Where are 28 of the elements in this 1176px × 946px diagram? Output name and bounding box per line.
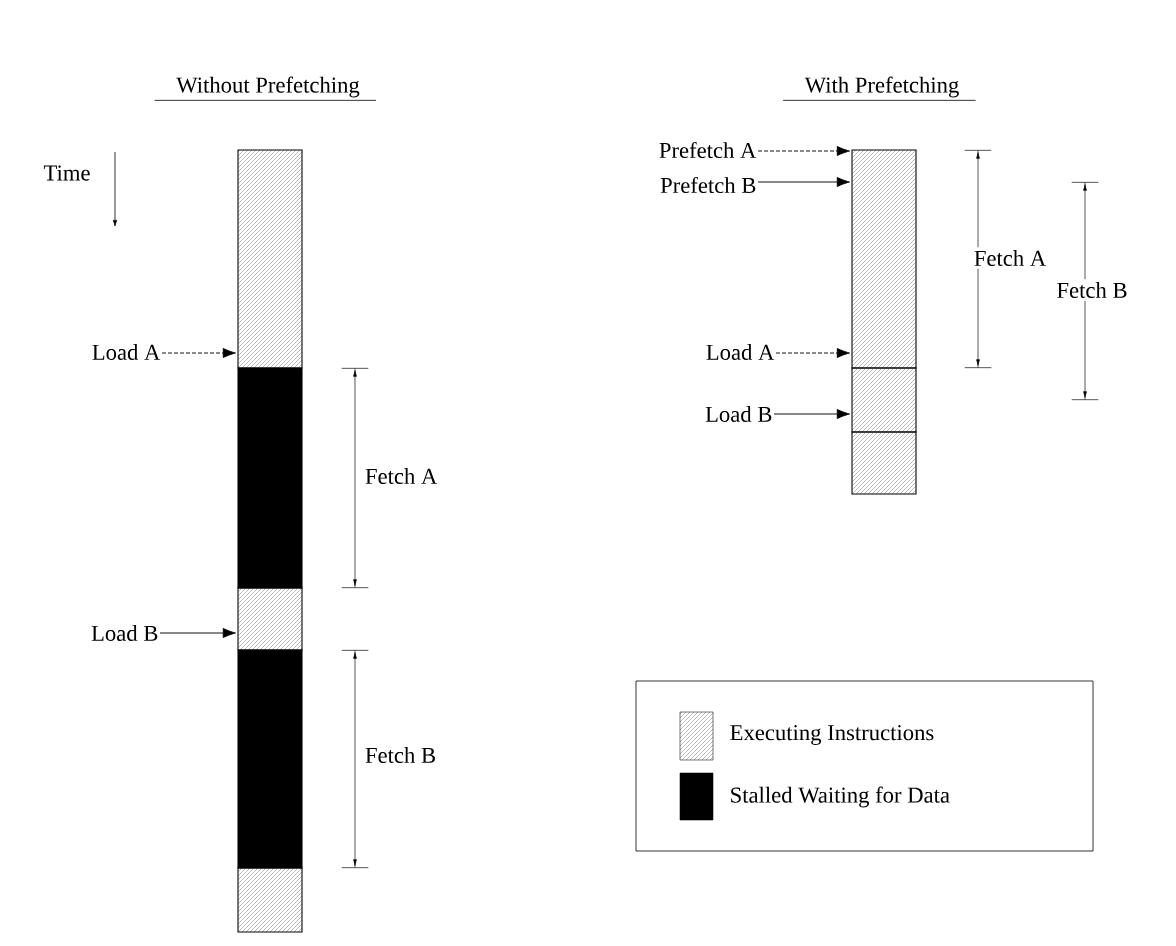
step-label: Prefetch A bbox=[659, 141, 757, 159]
panel-title: With Prefetching bbox=[802, 73, 962, 101]
bar-segment bbox=[851, 431, 917, 495]
bar-segment bbox=[237, 149, 303, 369]
step-label: Load B bbox=[705, 406, 772, 422]
axis-label: Time bbox=[43, 165, 90, 181]
arrow bbox=[757, 146, 850, 156]
bar-segment bbox=[851, 367, 917, 433]
dimension-label: Fetch B bbox=[1053, 279, 1131, 301]
arrow bbox=[775, 348, 850, 358]
dimension-label: Fetch A bbox=[362, 465, 440, 487]
arrow bbox=[757, 177, 850, 187]
step-label: Load A bbox=[92, 344, 161, 360]
step-label: Prefetch B bbox=[660, 176, 756, 194]
panel-title: Without Prefetching bbox=[173, 73, 363, 101]
arrow bbox=[773, 409, 850, 419]
dimension-label: Fetch B bbox=[362, 744, 439, 766]
arrow bbox=[161, 348, 236, 358]
bar-segment bbox=[851, 149, 917, 369]
step-label: Load B bbox=[91, 625, 158, 641]
legend-label: Executing Instructions bbox=[730, 725, 934, 745]
dimension-label: Fetch A bbox=[971, 247, 1049, 269]
arrow bbox=[159, 628, 236, 638]
step-label: Load A bbox=[706, 344, 775, 360]
bar-segment bbox=[237, 649, 303, 869]
legend-label: Stalled Waiting for Data bbox=[731, 786, 950, 808]
bar-segment bbox=[237, 367, 303, 589]
bar-segment bbox=[237, 867, 303, 933]
